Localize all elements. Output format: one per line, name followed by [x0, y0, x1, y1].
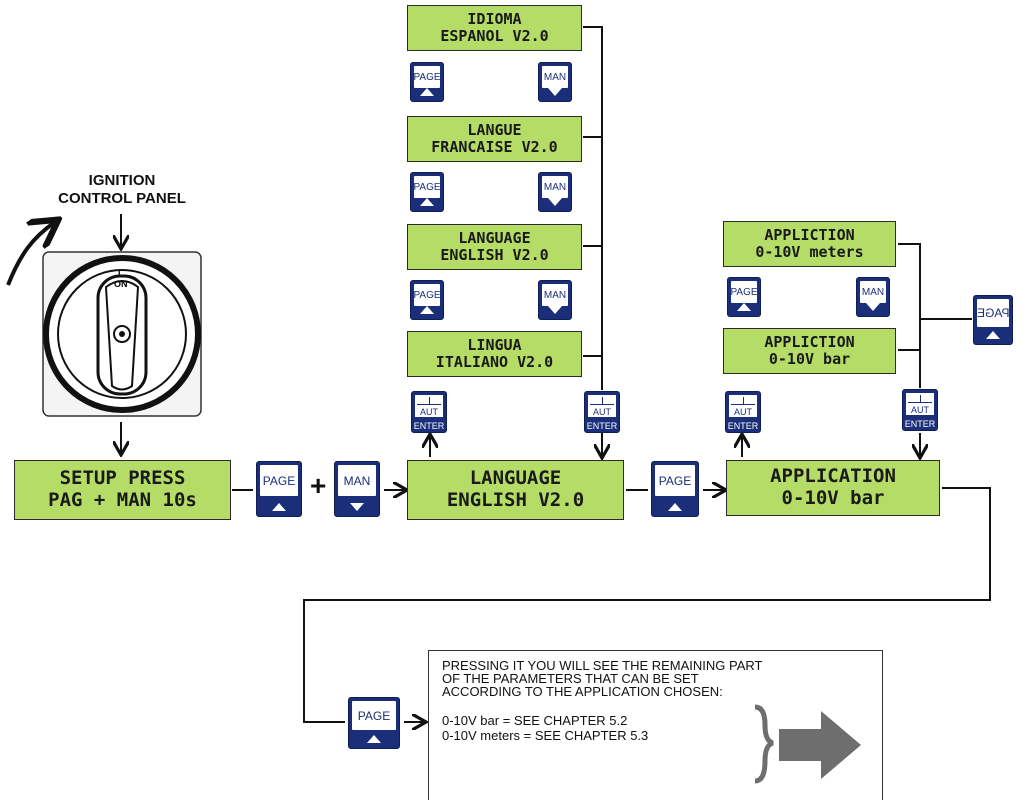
right-arrow-icon: [749, 699, 879, 795]
page-button[interactable]: PAGE: [651, 461, 699, 517]
down-triangle-icon: [866, 303, 880, 311]
man-button[interactable]: MAN: [334, 461, 380, 517]
page-button[interactable]: PAGE: [727, 277, 761, 317]
panel-title-line1: IGNITION: [58, 172, 186, 190]
man-button[interactable]: MAN: [538, 280, 572, 320]
ignition-switch[interactable]: [42, 251, 202, 417]
page-button-bottom[interactable]: PAGE: [348, 697, 400, 749]
down-triangle-icon: [548, 306, 562, 314]
language-bracket: [583, 27, 602, 356]
down-triangle-icon: [350, 503, 364, 511]
up-triangle-icon: [420, 88, 434, 96]
switch-on-label: ON: [114, 279, 128, 289]
down-triangle-icon: [548, 88, 562, 96]
up-triangle-icon: [668, 503, 682, 511]
page-button[interactable]: PAGE: [410, 280, 444, 320]
aut-enter-button[interactable]: AUT ENTER: [411, 391, 447, 433]
down-triangle-icon: [548, 198, 562, 206]
note-line-3: ACCORDING TO THE APPLICATION CHOSEN:: [442, 685, 723, 698]
up-triangle-icon: [420, 306, 434, 314]
switch-i-label: I: [118, 268, 121, 278]
up-triangle-icon: [367, 735, 381, 743]
aut-enter-button[interactable]: AUT ENTER: [725, 391, 761, 433]
page-button[interactable]: PAGE: [410, 62, 444, 102]
up-triangle-icon: [420, 198, 434, 206]
man-button[interactable]: MAN: [538, 62, 572, 102]
aut-enter-button[interactable]: AUT ENTER: [902, 389, 938, 431]
up-triangle-icon: [986, 331, 1000, 339]
panel-title-line2: CONTROL PANEL: [58, 190, 186, 208]
page-button[interactable]: PAGE: [410, 172, 444, 212]
info-note-box: PRESSING IT YOU WILL SEE THE REMAINING P…: [428, 650, 883, 800]
page-button-mirrored[interactable]: PAGE: [973, 295, 1013, 345]
page-button[interactable]: PAGE: [256, 461, 302, 517]
note-line-4: 0-10V bar = SEE CHAPTER 5.2: [442, 714, 627, 727]
plus-sign: +: [310, 470, 326, 502]
panel-title: IGNITION CONTROL PANEL: [58, 172, 186, 208]
up-triangle-icon: [272, 503, 286, 511]
aut-enter-button[interactable]: AUT ENTER: [584, 391, 620, 433]
up-triangle-icon: [737, 303, 751, 311]
man-button[interactable]: MAN: [538, 172, 572, 212]
application-bracket: [898, 244, 920, 350]
note-line-5: 0-10V meters = SEE CHAPTER 5.3: [442, 729, 648, 742]
man-button[interactable]: MAN: [856, 277, 890, 317]
